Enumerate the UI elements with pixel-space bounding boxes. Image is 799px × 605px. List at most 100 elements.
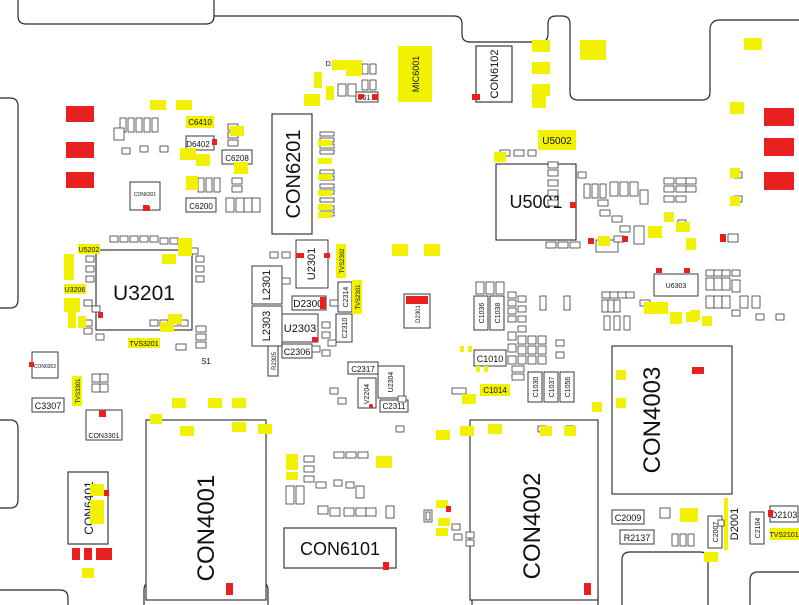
yellow-test-pad <box>392 244 408 256</box>
component-c6208: C6208 <box>221 149 253 165</box>
passive-component <box>555 351 565 359</box>
highlight-u5202: U5202 <box>78 244 100 254</box>
red-marker <box>98 312 103 318</box>
passive-component <box>527 149 537 157</box>
passive-component <box>705 295 715 309</box>
yellow-test-pad <box>436 528 448 536</box>
passive-component <box>705 277 715 291</box>
passive-component <box>775 313 785 321</box>
passive-component <box>139 145 149 153</box>
passive-component <box>633 225 645 245</box>
passive-component <box>205 177 213 193</box>
passive-component <box>475 281 485 295</box>
yellow-test-pad <box>172 398 186 408</box>
passive-component <box>149 319 159 327</box>
passive-component <box>687 533 695 547</box>
passive-component <box>555 339 565 347</box>
passive-component <box>213 177 221 193</box>
passive-component <box>227 139 239 147</box>
component-r2305: R2305 <box>267 345 279 377</box>
label-u3201: U3201 <box>113 282 175 305</box>
svg-text:C1037: C1037 <box>549 377 556 398</box>
passive-component <box>129 235 139 243</box>
passive-component <box>343 507 355 517</box>
svg-text:D2300: D2300 <box>293 299 323 310</box>
passive-component <box>329 387 339 395</box>
passive-component <box>465 539 475 547</box>
label-con6101: CON6101 <box>300 539 380 559</box>
passive-component <box>547 199 559 207</box>
passive-component <box>231 177 243 185</box>
passive-component <box>659 507 671 519</box>
svg-text:C2317: C2317 <box>351 365 375 374</box>
passive-component <box>609 181 619 197</box>
passive-component <box>327 339 337 347</box>
svg-text:C1030: C1030 <box>533 377 540 398</box>
red-marker <box>96 548 104 560</box>
highlight-tvs2301: TVS2301 <box>352 280 362 314</box>
yellow-test-pad <box>702 316 712 326</box>
passive-component <box>675 185 687 193</box>
passive-component <box>357 451 369 459</box>
component-con0302: CON0302 <box>29 351 59 379</box>
highlight-u5002: U5002 <box>538 130 576 150</box>
passive-component <box>109 235 119 243</box>
red-marker <box>588 238 594 244</box>
passive-component <box>465 531 475 539</box>
passive-component <box>507 343 517 353</box>
passive-component <box>613 299 621 313</box>
component-con4002: CON4002 <box>469 419 599 601</box>
passive-component <box>347 83 357 97</box>
yellow-test-pad <box>286 472 298 480</box>
component-d2300: D2300 <box>291 295 327 311</box>
yellow-test-pad <box>616 398 626 408</box>
component-d2301: D2301 <box>403 293 431 329</box>
passive-component <box>231 185 243 193</box>
passive-component <box>329 507 341 517</box>
passive-component <box>397 395 407 403</box>
yellow-test-pad <box>592 402 602 412</box>
red-marker <box>684 268 690 273</box>
passive-component <box>507 315 517 323</box>
passive-component <box>617 291 627 299</box>
svg-text:D2103: D2103 <box>771 510 798 520</box>
component-d2103: D2103 <box>768 505 799 523</box>
yellow-test-pad <box>532 96 546 108</box>
passive-component <box>507 331 517 341</box>
yellow-test-pad <box>326 86 334 100</box>
svg-text:U2304: U2304 <box>388 372 395 393</box>
passive-component <box>321 349 331 357</box>
svg-text:C1036: C1036 <box>479 303 486 324</box>
svg-text:D2301: D2301 <box>416 305 422 323</box>
passive-component <box>517 305 527 313</box>
yellow-test-pad <box>318 190 332 196</box>
yellow-test-pad <box>178 238 192 248</box>
yellow-test-pad <box>376 456 392 468</box>
passive-component <box>717 519 725 527</box>
passive-component <box>91 383 101 393</box>
yellow-test-pad <box>304 94 312 106</box>
red-marker <box>104 548 112 560</box>
yellow-test-pad <box>346 60 354 76</box>
passive-component <box>517 345 527 355</box>
passive-component <box>303 455 315 463</box>
component-l2303: L2303 <box>251 305 283 347</box>
yellow-test-pad <box>150 100 166 110</box>
passive-component <box>333 479 343 487</box>
passive-component <box>319 197 335 203</box>
passive-component <box>121 147 131 155</box>
yellow-test-pad <box>90 500 104 512</box>
passive-component <box>563 295 571 311</box>
passive-component <box>671 533 679 547</box>
passive-component <box>511 365 525 373</box>
yellow-test-pad <box>332 60 346 70</box>
passive-component <box>663 185 675 193</box>
passive-component <box>143 117 151 133</box>
passive-component <box>619 225 631 233</box>
component-c1010: C1010 <box>473 349 507 367</box>
passive-component <box>311 345 321 353</box>
passive-component <box>731 269 741 277</box>
highlight-tvs3201: TVS3201 <box>128 338 160 348</box>
passive-component <box>685 177 697 185</box>
